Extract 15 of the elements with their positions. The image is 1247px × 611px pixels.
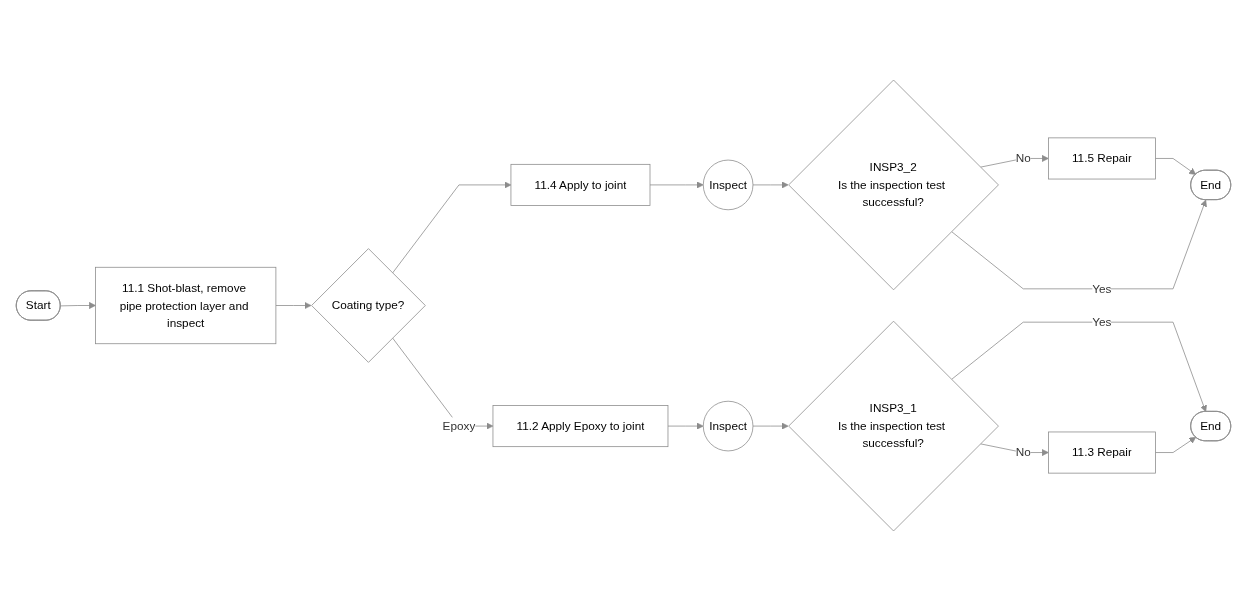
node-box: 11.4 Apply to joint [510,163,651,206]
edge-label: Yes [1092,314,1112,329]
node-diamond: INSP3_2 Is the inspection test successful? [788,79,999,291]
node-circle: Inspect [702,400,754,452]
node-diamond: Coating type? [311,248,426,363]
node-box: 11.3 Repair [1048,431,1156,474]
edge-label: Yes [1092,281,1112,295]
edge-label: No [1015,445,1031,459]
node-box: 11.2 Apply Epoxy to joint [492,405,669,448]
node-circle: Inspect [702,159,754,211]
node-box: 11.1 Shot-blast, remove pipe protection layer and inspect [95,266,277,345]
node-box: 11.5 Repair [1048,137,1156,180]
edge-label: Epoxy [442,418,476,433]
node-diamond: INSP3_1 Is the inspection test successful? [788,320,999,532]
edge-label: No [1015,151,1031,165]
